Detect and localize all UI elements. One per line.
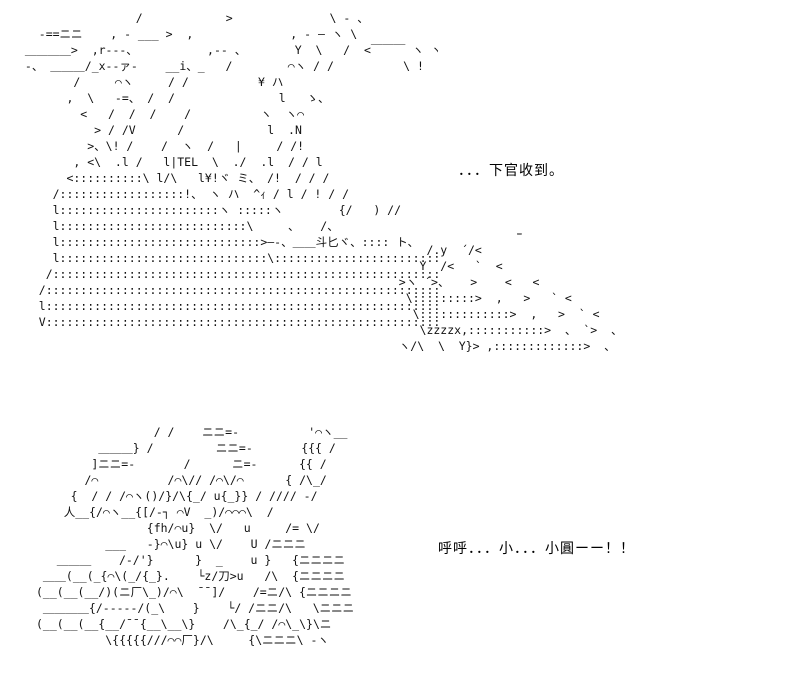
ascii-art-sleeping-zzz: ｰ /.y ´/< Y /< ` < >ヽ ´>、 > < < \:::::::… [398,227,623,353]
dialogue-line-1: ．．．下官收到。 [458,163,564,179]
dialogue-line-2: 呼呼．．．小．．．小圓ーー！！ [438,541,635,557]
ascii-art-character-bottom: / / ニニ=- '⌒ヽ__ ＿＿＿} / ニニ=- {{{ / ]ニニ=- /… [36,425,355,647]
ascii-art-character-top: / > \ - 、 -==ニニ , - ___ > , , - ― ヽ \ ＿＿… [24,11,438,329]
